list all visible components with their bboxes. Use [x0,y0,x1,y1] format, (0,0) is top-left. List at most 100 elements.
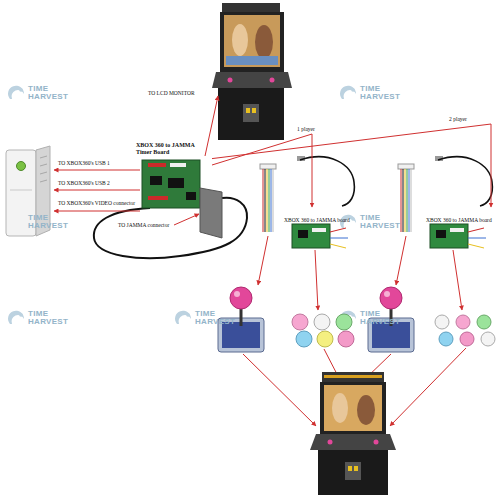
cabinet-marquee [222,3,280,12]
screen-figure [232,24,248,56]
wire [468,228,484,232]
push-button [314,314,330,330]
leader-line [243,354,316,426]
watermark-logo [175,311,191,324]
screen-figure [255,25,273,59]
chip [436,230,446,238]
coin-slot [354,466,358,471]
push-button [439,332,453,346]
logo-dot [19,88,23,92]
pcb [430,224,468,248]
connector-label: 2 player [448,116,468,122]
board-node: XBOX 360 to JAMMA Timer Board [134,141,212,221]
cabinet-marquee [322,372,384,382]
logo-dot [351,217,355,221]
push-button [336,314,352,330]
jamma-board-2 [396,156,492,310]
buttons-2 [435,315,495,346]
watermark-logos [8,86,356,324]
usb-cable [438,157,492,206]
leader-line [174,214,199,225]
board-node: XBOX 360 to JAMMA board [282,207,354,253]
wire [267,169,268,232]
harness-plug [398,164,414,169]
vent [40,164,47,166]
usb-cable [300,157,354,206]
wire [330,238,348,239]
push-button [481,332,495,346]
panel-button [270,78,275,83]
chip [186,192,196,200]
logo-swirl [175,311,191,324]
coin-slot [252,108,256,113]
panel-button [228,78,233,83]
wire [409,169,410,232]
wire [468,244,484,248]
watermark-logo [340,86,356,99]
pcb [292,224,330,248]
board-label: XBOX 360 to JAMMA board [426,217,492,223]
arcade-cabinet-bottom [310,372,396,495]
wire [330,228,346,232]
watermark-logo [8,311,24,324]
logo-dot [351,313,355,317]
leader-line [54,190,140,191]
panel-button [328,440,333,445]
wire [330,244,346,248]
callout-label: TO XBOX360's USB 2 [58,180,110,186]
connector-label: 1 player [296,126,316,132]
logo-swirl [8,86,24,99]
watermark: TIME HARVEST [360,310,400,327]
vent [40,180,47,182]
push-button [435,315,449,329]
connector [148,163,166,167]
board-node: XBOX 360 to JAMMA board [424,207,496,253]
leader-line [258,236,268,285]
cabinet-screen [324,385,382,431]
logo-dot [186,313,190,317]
cabinet-screen [224,15,280,67]
wire [269,169,270,232]
watermark: TIME HARVEST [28,85,68,102]
screen-banner [226,56,278,65]
chip [168,178,184,188]
push-button [460,332,474,346]
power-ring [17,162,26,171]
harness-plug [260,164,276,169]
control-panel [212,72,292,88]
buttons-1 [292,314,354,347]
timer-board [54,96,247,258]
logo-dot [19,313,23,317]
coin-door [345,462,361,480]
joystick-ball [380,287,402,309]
watermark: TIME HARVEST [360,214,400,231]
connector [170,163,186,167]
disc-tray [10,190,32,191]
ball-highlight [384,291,390,297]
push-button [456,315,470,329]
leader-line [54,170,140,171]
push-button [317,331,333,347]
panel-button [374,440,379,445]
screen-figure [332,393,348,423]
watermark: TIME HARVEST [360,85,400,102]
coin-door [243,104,259,122]
watermark: TIME HARVEST [28,310,68,327]
joystick-ball [230,287,252,309]
marquee-stripe [324,375,382,378]
push-button [292,314,308,330]
chip [298,230,308,238]
push-button [338,331,354,347]
callout-label: TO XBOX360's VIDEO connector [58,200,135,206]
player-connector [212,134,312,207]
chip [150,176,162,185]
push-button [296,331,312,347]
board-label: XBOX 360 to JAMMA board [284,217,350,223]
watermark: TIME HARVEST [28,214,68,231]
board-label: XBOX 360 to JAMMA Timer Board [136,142,202,156]
watermark-logo [8,86,24,99]
cabinet-body [218,88,284,140]
logo-swirl [340,86,356,99]
